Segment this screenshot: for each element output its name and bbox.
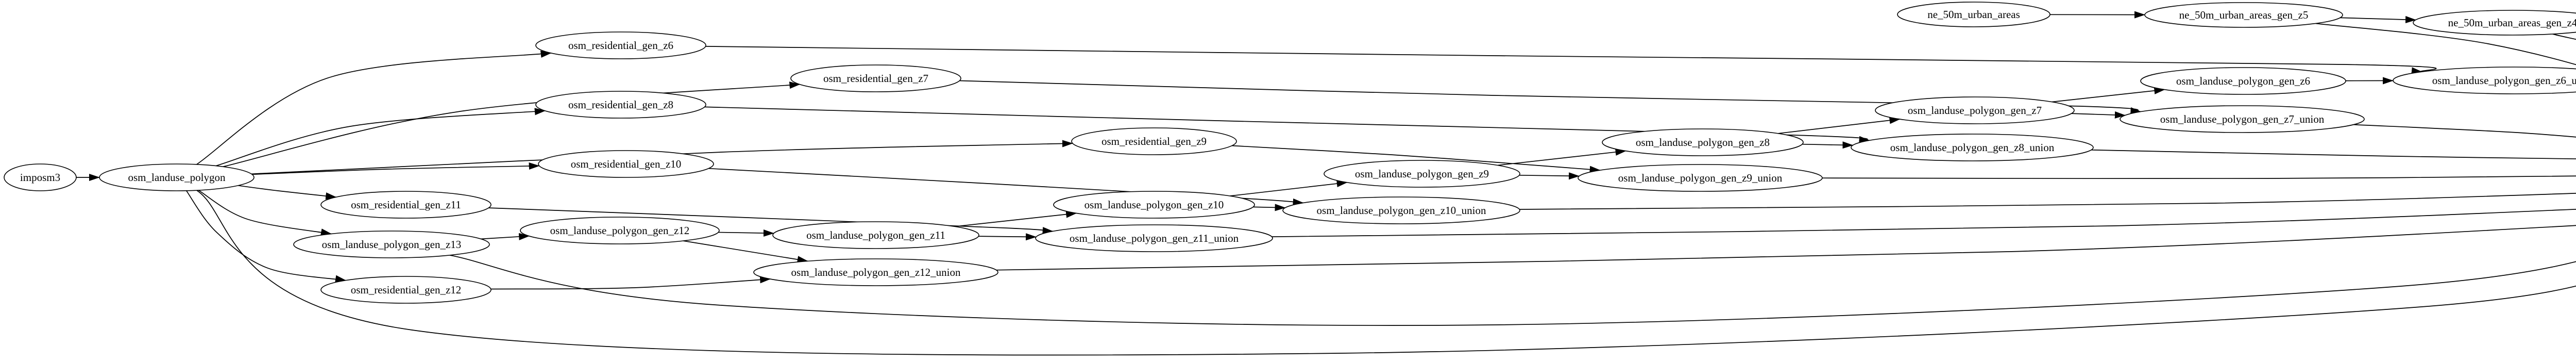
edge-osm-landuse-polygon-to-osm-residential-gen-z10: [252, 162, 540, 175]
node-osm-residential-gen-z7: osm_residential_gen_z7: [790, 64, 961, 92]
node-label: osm_landuse_polygon_gen_z12_union: [791, 266, 961, 278]
node-osm-landuse-polygon-gen-z12: osm_landuse_polygon_gen_z12: [520, 217, 720, 244]
node-label: osm_landuse_polygon_gen_z6: [2176, 75, 2310, 87]
edge-osm-landuse-polygon-gen-z11-to-osm-landuse-polygon-gen-z11-union: [978, 233, 1037, 241]
edge-osm-landuse-polygon-gen-z12-to-osm-landuse-polygon-gen-z11: [718, 229, 774, 237]
edge-osm-landuse-polygon-gen-z8-to-osm-landuse-polygon-gen-z7: [1778, 117, 1901, 134]
edge-osm-landuse-polygon-gen-z10-union-to-layer-landuse: [1519, 192, 2576, 210]
node-label: osm_landuse_polygon_gen_z9: [1355, 168, 1489, 180]
node-label: osm_residential_gen_z7: [823, 72, 928, 85]
edge-osm-landuse-polygon-gen-z13-to-osm-landuse-polygon-gen-z12: [481, 233, 530, 240]
edge-osm-landuse-polygon-gen-z7-union-to-layer-landuse: [2353, 124, 2576, 138]
edge-osm-residential-gen-z8-to-osm-landuse-polygon-gen-z8-union: [704, 106, 1870, 143]
node-osm-landuse-polygon-gen-z9: osm_landuse_polygon_gen_z9: [1324, 160, 1520, 188]
node-osm-landuse-polygon-gen-z6: osm_landuse_polygon_gen_z6: [2140, 67, 2346, 95]
edge-osm-landuse-polygon-gen-z8-union-to-layer-landuse: [2091, 149, 2576, 159]
node-osm-landuse-polygon-gen-z8: osm_landuse_polygon_gen_z8: [1602, 128, 1804, 156]
node-label: osm_landuse_polygon_gen_z8: [1636, 136, 1770, 149]
node-osm-landuse-polygon-gen-z6-union: osm_landuse_polygon_gen_z6_union: [2393, 67, 2576, 94]
edge-osm-residential-gen-z10-to-osm-landuse-polygon-gen-z10-union: [708, 168, 1304, 206]
node-osm-landuse-polygon-gen-z9-union: osm_landuse_polygon_gen_z9_union: [1578, 164, 1823, 192]
node-label: osm_landuse_polygon: [128, 171, 226, 184]
node-label: osm_landuse_polygon_gen_z10: [1084, 199, 1224, 211]
node-label: osm_residential_gen_z12: [351, 284, 462, 296]
edge-osm-landuse-polygon-gen-z8-to-osm-landuse-polygon-gen-z8-union: [1802, 141, 1854, 149]
node-imposm3: imposm3: [4, 163, 77, 191]
node-ne-50m-urban-areas-gen-z4: ne_50m_urban_areas_gen_z4: [2413, 10, 2576, 36]
edge-osm-landuse-polygon-gen-z11-to-osm-landuse-polygon-gen-z10: [955, 210, 1077, 227]
edge-osm-landuse-polygon-gen-z11-union-to-layer-landuse: [1272, 208, 2576, 237]
node-label: ne_50m_urban_areas_gen_z5: [2179, 9, 2309, 21]
edge-osm-landuse-polygon-gen-z13-to-layer-landuse: [450, 255, 2576, 326]
edge-osm-landuse-polygon-gen-z7-to-osm-landuse-polygon-gen-z6: [2052, 87, 2165, 103]
node-osm-landuse-polygon-gen-z10: osm_landuse_polygon_gen_z10: [1053, 191, 1255, 219]
edge-osm-landuse-polygon-gen-z9-to-osm-landuse-polygon-gen-z8: [1498, 148, 1626, 166]
edge-osm-landuse-polygon-to-layer-landuse: [196, 190, 2576, 356]
edges: [76, 11, 2576, 356]
node-label: osm_landuse_polygon_gen_z13: [322, 238, 462, 251]
node-label: osm_residential_gen_z11: [351, 199, 461, 211]
node-label: osm_landuse_polygon_gen_z10_union: [1317, 204, 1486, 217]
edge-osm-landuse-polygon-to-osm-residential-gen-z11: [238, 185, 337, 200]
node-osm-landuse-polygon-gen-z8-union: osm_landuse_polygon_gen_z8_union: [1851, 134, 2094, 161]
node-osm-landuse-polygon-gen-z10-union: osm_landuse_polygon_gen_z10_union: [1282, 196, 1520, 224]
edge-osm-landuse-polygon-gen-z12-to-osm-landuse-polygon-gen-z12-union: [683, 240, 808, 264]
node-label: osm_landuse_polygon_gen_z11: [806, 229, 945, 241]
node-label: ne_50m_urban_areas_gen_z4: [2448, 17, 2576, 29]
node-osm-residential-gen-z9: osm_residential_gen_z9: [1071, 127, 1237, 155]
node-label: osm_landuse_polygon_gen_z7: [1908, 104, 2042, 117]
node-label: osm_landuse_polygon_gen_z7_union: [2160, 113, 2325, 125]
edge-osm-residential-gen-z6-to-osm-landuse-polygon-gen-z6-union: [705, 46, 2437, 75]
node-label: osm_landuse_polygon_gen_z12: [550, 224, 690, 237]
edge-osm-residential-gen-z11-to-osm-landuse-polygon-gen-z11-union: [488, 207, 1054, 235]
node-osm-landuse-polygon-gen-z11: osm_landuse_polygon_gen_z11: [772, 221, 979, 249]
node-label: ne_50m_urban_areas: [1927, 8, 2020, 21]
edge-osm-landuse-polygon-gen-z9-union-to-layer-landuse: [1822, 175, 2576, 179]
node-ne-50m-urban-areas: ne_50m_urban_areas: [1897, 2, 2050, 27]
edge-osm-landuse-polygon-gen-z12-union-to-layer-landuse: [996, 225, 2576, 271]
edge-ne-50m-urban-areas-gen-z5-to-layer-landuse: [2315, 23, 2576, 65]
node-label: osm_residential_gen_z9: [1101, 135, 1207, 147]
node-label: osm_residential_gen_z6: [568, 39, 673, 52]
edge-osm-landuse-polygon-gen-z7-to-osm-landuse-polygon-gen-z7-union: [2071, 111, 2126, 119]
node-osm-landuse-polygon-gen-z7: osm_landuse_polygon_gen_z7: [1875, 96, 2075, 124]
node-label: osm_landuse_polygon_gen_z9_union: [1618, 172, 1783, 184]
node-osm-landuse-polygon-gen-z13: osm_landuse_polygon_gen_z13: [293, 231, 490, 258]
edge-osm-residential-gen-z7-to-osm-landuse-polygon-gen-z7-union: [959, 80, 2142, 115]
node-osm-residential-gen-z8: osm_residential_gen_z8: [535, 91, 706, 119]
node-label: osm_residential_gen_z10: [571, 158, 682, 170]
edge-ne-50m-urban-areas-gen-z5-to-ne-50m-urban-areas-gen-z4: [2340, 16, 2416, 24]
node-osm-residential-gen-z12: osm_residential_gen_z12: [320, 276, 492, 304]
edge-osm-landuse-polygon-gen-z10-to-osm-landuse-polygon-gen-z9: [1230, 180, 1348, 196]
node-label: osm_residential_gen_z8: [568, 98, 673, 111]
node-osm-landuse-polygon-gen-z7-union: osm_landuse_polygon_gen_z7_union: [2120, 105, 2365, 133]
node-label: osm_landuse_polygon_gen_z6_union: [2432, 74, 2576, 87]
node-label: imposm3: [20, 171, 60, 184]
node-osm-residential-gen-z10: osm_residential_gen_z10: [538, 150, 714, 178]
edge-osm-landuse-polygon-to-osm-residential-gen-z6: [196, 51, 552, 165]
edge-ne-50m-urban-areas-gen-z4-to-layer-landuse: [2552, 34, 2576, 40]
edge-osm-landuse-polygon-to-osm-landuse-polygon-gen-z13: [198, 190, 332, 236]
node-osm-landuse-polygon: osm_landuse_polygon: [99, 163, 255, 191]
node-label: osm_landuse_polygon_gen_z8_union: [1890, 141, 2055, 154]
node-osm-landuse-polygon-gen-z12-union: osm_landuse_polygon_gen_z12_union: [753, 258, 998, 286]
nodes: imposm3 osm_landuse_polygon osm_residentia…: [4, 2, 2576, 304]
node-label: osm_landuse_polygon_gen_z11_union: [1070, 232, 1239, 244]
node-osm-residential-gen-z11: osm_residential_gen_z11: [320, 191, 492, 219]
node-osm-residential-gen-z6: osm_residential_gen_z6: [535, 31, 706, 59]
edge-osm-landuse-polygon-gen-z9-to-osm-landuse-polygon-gen-z9-union: [1519, 172, 1580, 180]
node-osm-landuse-polygon-gen-z11-union: osm_landuse_polygon_gen_z11_union: [1035, 224, 1273, 252]
edge-osm-residential-gen-z12-to-osm-landuse-polygon-gen-z12-union: [490, 276, 771, 290]
node-ne-50m-urban-areas-gen-z5: ne_50m_urban_areas_gen_z5: [2144, 2, 2343, 28]
edge-osm-landuse-polygon-to-osm-residential-gen-z7: [223, 81, 801, 168]
edge-osm-residential-gen-z9-to-osm-landuse-polygon-gen-z9-union: [1232, 145, 1601, 173]
edge-osm-landuse-polygon-to-osm-residential-gen-z8: [215, 108, 546, 167]
edge-osm-landuse-polygon-to-osm-residential-gen-z9: [251, 140, 1073, 175]
